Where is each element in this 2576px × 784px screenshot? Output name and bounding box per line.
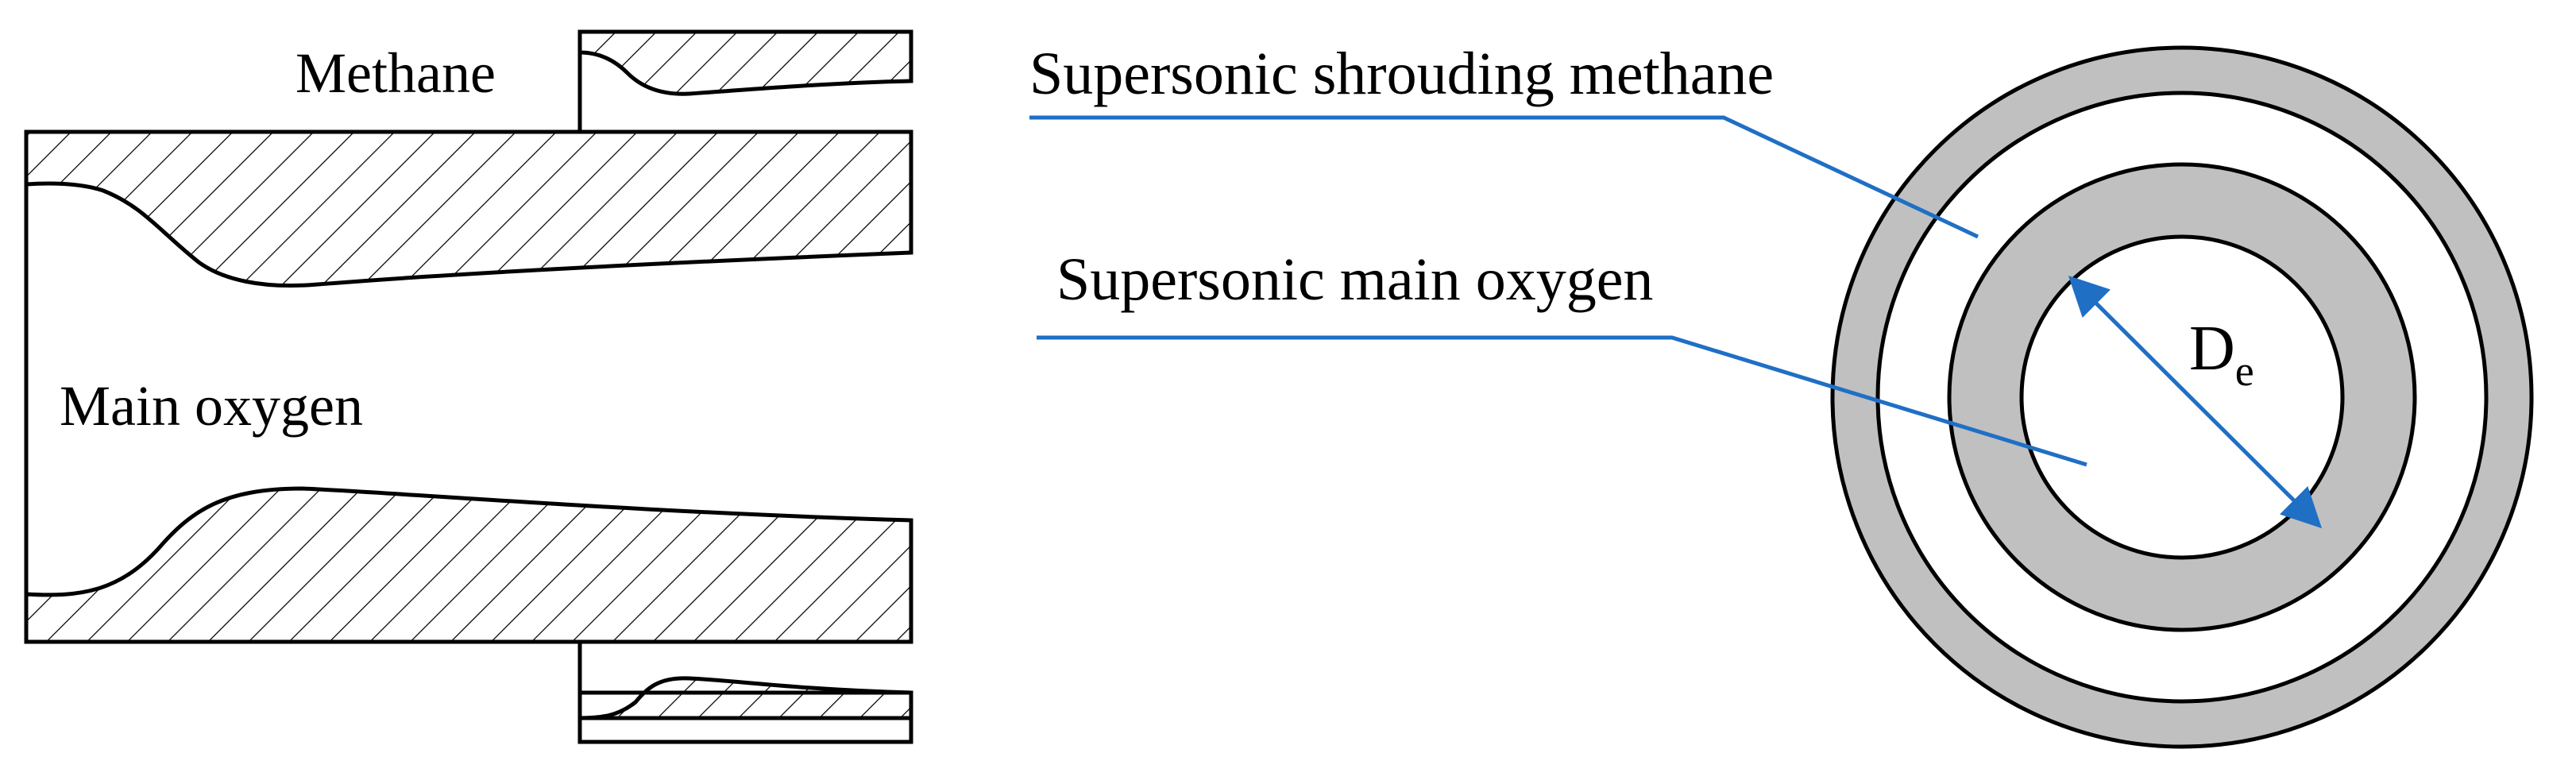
lower-shroud-outline	[577, 690, 913, 744]
main-oxygen-label: Main oxygen	[60, 374, 363, 438]
exit-diameter-arrow	[2068, 275, 2323, 529]
nozzle-cross-section: Methane Main oxygen	[24, 29, 913, 744]
exit-diameter-label: De	[2189, 314, 2254, 395]
nozzle-exit-view: De	[1830, 45, 2534, 749]
main-nozzle-upper-wall	[24, 129, 913, 288]
supersonic-main-oxygen-label: Supersonic main oxygen	[1056, 246, 1653, 313]
exit-diameter-symbol: D	[2189, 314, 2235, 384]
inner-ring-inner-edge	[2019, 234, 2345, 560]
exit-diameter-subscript: e	[2235, 347, 2254, 395]
main-oxygen-leader	[1037, 335, 2087, 467]
supersonic-shrouding-methane-label: Supersonic shrouding methane	[1029, 41, 1774, 107]
methane-label: Methane	[295, 41, 496, 105]
methane-nozzle-upper-wall	[577, 29, 913, 96]
callouts: Supersonic shrouding methane Supersonic …	[1029, 41, 2087, 467]
methane-nozzle-lower-wall	[579, 676, 913, 720]
shrouding-methane-leader	[1029, 115, 1979, 239]
main-nozzle-lower-wall	[24, 486, 913, 644]
